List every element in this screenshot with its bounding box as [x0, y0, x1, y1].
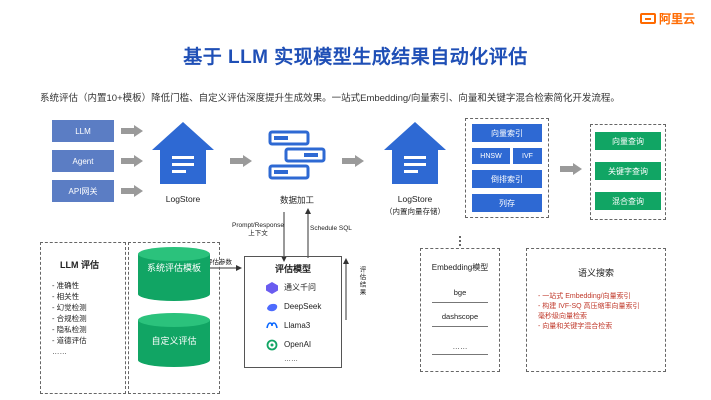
model-item-llama: Llama3 [266, 316, 321, 335]
logstore-label: LogStore [165, 194, 201, 204]
keyword-query-box: 关键字查询 [595, 162, 661, 180]
llm-eval-item: - 幻觉检测 [52, 303, 87, 312]
logo-text: 阿里云 [659, 12, 696, 26]
page-subtitle: 系统评估（内置10+模板）降低门槛、自定义评估深度提升生成效果。一站式Embed… [40, 93, 620, 104]
semantic-search-list: - 一站式 Embedding/向量索引 - 构建 IVF-SQ 高压缩率向量索… [538, 292, 640, 332]
arrow-right-icon [342, 155, 364, 167]
prompt-response-text: Prompt/Response [231, 222, 285, 229]
arrow-right-icon [560, 163, 582, 175]
llm-eval-item: - 相关性 [52, 292, 80, 301]
llm-eval-item: …… [52, 347, 67, 356]
context-text: 上下文 [248, 230, 268, 237]
llm-eval-list: - 准确性 - 相关性 - 幻觉检测 - 合规检测 - 隐私检测 - 道德评估 … [52, 280, 87, 357]
index-panel [465, 118, 549, 218]
vector-index-box: 向量索引 [472, 124, 542, 142]
data-processing-label: 数据加工 [279, 195, 314, 205]
semantic-search-panel [526, 248, 666, 372]
model-more: …… [284, 356, 298, 363]
vector-query-box: 向量查询 [595, 132, 661, 150]
model-item-qwen: 通义千问 [266, 278, 321, 297]
semantic-item: - 一站式 Embedding/向量索引 [538, 293, 631, 300]
source-llm: LLM [52, 120, 114, 142]
qwen-icon [266, 281, 278, 294]
page-title: 基于 LLM 实现模型生成结果自动化评估 [183, 47, 528, 68]
llm-eval-item: - 隐私检测 [52, 325, 87, 334]
templates-panel [128, 242, 220, 394]
llm-eval-item: - 准确性 [52, 281, 80, 290]
llm-eval-item: - 合规检测 [52, 314, 87, 323]
prompt-response-label: Prompt/Response 上下文 [228, 222, 288, 238]
inverted-index-box: 倒排索引 [472, 170, 542, 188]
eval-model-title: 评估模型 [274, 264, 311, 274]
database-cylinder-icon [138, 247, 210, 301]
schedule-sql-label: Schedule SQL [310, 225, 352, 232]
llm-eval-panel [40, 242, 126, 394]
source-api-gateway: API网关 [52, 180, 114, 202]
model-list: 通义千问 DeepSeek Llama3 OpenAI [266, 278, 321, 354]
model-name: DeepSeek [284, 302, 322, 311]
eval-result-label: 评估结果 [358, 266, 365, 296]
query-panel [590, 124, 666, 220]
eval-model-panel [244, 256, 342, 368]
embedding-title: Embedding模型 [431, 263, 489, 272]
embedding-panel [420, 248, 500, 372]
logstore-vector-house-icon [384, 122, 446, 184]
openai-icon [266, 339, 278, 350]
logstore2-label: LogStore [397, 194, 433, 204]
meta-llama-icon [266, 321, 278, 328]
database-cylinder-icon [138, 313, 210, 367]
model-name: Llama3 [284, 321, 311, 330]
semantic-search-title: 语义搜索 [577, 268, 614, 278]
model-item-openai: OpenAI [266, 335, 321, 354]
hybrid-query-box: 混合查询 [595, 192, 661, 210]
llm-eval-title: LLM 评估 [60, 260, 99, 270]
model-name: OpenAI [284, 340, 312, 349]
aliyun-logo-icon [640, 13, 656, 24]
model-item-deepseek: DeepSeek [266, 297, 321, 316]
aliyun-logo: 阿里云 [640, 10, 695, 27]
deepseek-icon [267, 303, 278, 311]
semantic-item: - 向量和关键字混合检索 [538, 323, 613, 330]
data-process-icon [268, 130, 326, 180]
llm-eval-item: - 道德评估 [52, 336, 87, 345]
ivf-box: IVF [513, 148, 542, 164]
arrow-right-icon [121, 185, 143, 197]
semantic-item: 毫秒级向量检索 [538, 313, 587, 320]
semantic-item: - 构建 IVF-SQ 高压缩率向量索引 [538, 303, 640, 310]
hnsw-box: HNSW [472, 148, 510, 164]
arrow-right-icon [230, 155, 252, 167]
embedding-item-dashscope: dashscope [432, 310, 488, 327]
logstore2-sublabel: （内置向量存储） [385, 207, 445, 216]
arrow-right-icon [121, 155, 143, 167]
column-store-box: 列存 [472, 194, 542, 212]
embedding-item-bge: bge [432, 286, 488, 303]
arrow-right-icon [121, 125, 143, 137]
logstore-house-icon [152, 122, 214, 184]
source-agent: Agent [52, 150, 114, 172]
embedding-item-more: …… [432, 340, 488, 355]
model-name: 通义千问 [284, 283, 316, 292]
custom-eval-label: 自定义评估 [151, 336, 197, 346]
system-template-label: 系统评估模板 [146, 263, 201, 273]
